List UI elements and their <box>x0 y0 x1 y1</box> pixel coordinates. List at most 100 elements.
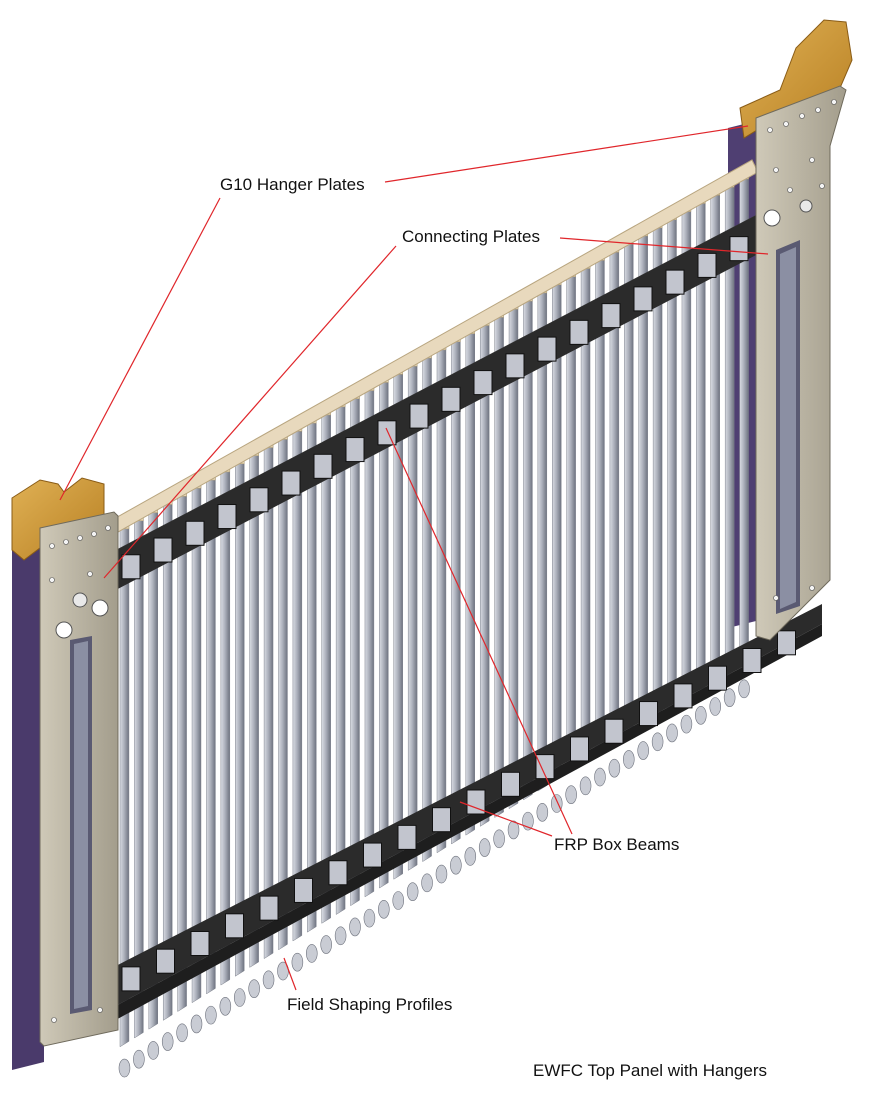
profile-bar-ends <box>118 679 750 1078</box>
bolt-hole <box>767 127 773 133</box>
left-g10-hanger-plate <box>39 511 119 1047</box>
bolt-hole <box>49 577 55 583</box>
connecting-plate-window <box>249 487 269 513</box>
bolt-hole <box>809 585 815 591</box>
bolt-hole <box>773 167 779 173</box>
profile-bar-end <box>334 926 347 946</box>
profile-bar-end <box>406 882 419 901</box>
profile-bar <box>335 401 346 915</box>
connecting-plate-window <box>501 771 520 797</box>
profile-bar <box>235 458 245 977</box>
profile-bar-end <box>507 820 520 840</box>
profile-bar-end <box>478 838 491 857</box>
connecting-plate-window <box>601 303 621 329</box>
upper-beam-top-face <box>112 210 766 552</box>
connecting-plate-window <box>345 437 365 463</box>
connecting-plate-window <box>441 386 461 412</box>
connecting-plate-window <box>466 789 486 815</box>
profile-bar-end <box>536 803 549 822</box>
profile-bar-end <box>695 706 707 725</box>
label-frp-box-beams: FRP Box Beams <box>554 835 680 854</box>
profile-bar <box>364 385 375 898</box>
connecting-plate-window <box>397 824 417 850</box>
profile-bar-end <box>378 900 390 919</box>
bolt-hole <box>105 525 111 531</box>
profile-bar-end <box>248 979 260 998</box>
profile-bar <box>220 466 231 986</box>
leader-frp-lower <box>459 801 553 837</box>
connecting-plate-window <box>505 353 525 379</box>
profile-bar-end <box>320 935 332 954</box>
connecting-plate-window <box>777 630 796 656</box>
profile-bar-end <box>118 1058 131 1078</box>
profile-bar <box>393 368 403 880</box>
profile-bar <box>292 425 303 942</box>
connecting-plate-window <box>633 286 653 312</box>
profile-bar-end <box>190 1014 203 1034</box>
connecting-plate-window <box>225 913 244 939</box>
connecting-plate-window <box>217 504 237 530</box>
profile-bar-end <box>565 785 577 804</box>
profile-bar-end <box>464 847 477 866</box>
profile-bar-end <box>666 723 678 743</box>
profile-bar-end <box>723 688 736 707</box>
connecting-plate-window <box>328 860 348 886</box>
leader-lines <box>59 125 769 991</box>
leader-conn-right <box>559 237 769 255</box>
connecting-plate-window <box>473 370 493 396</box>
connecting-plate-window <box>570 736 589 762</box>
connecting-plate-window <box>742 648 762 674</box>
bolt-hole <box>783 121 789 127</box>
connecting-plate-window <box>569 319 589 345</box>
connecting-plate-window <box>281 470 301 496</box>
connecting-plate-window <box>377 420 397 446</box>
profile-bar <box>422 352 432 863</box>
profile-bar <box>263 442 274 960</box>
bolt-hole <box>49 543 55 549</box>
connecting-plate-window <box>153 537 173 563</box>
profile-bar-end <box>363 908 376 928</box>
connecting-plate-window <box>729 236 749 262</box>
profile-bar-end <box>306 944 318 963</box>
connecting-plate-window <box>121 966 141 992</box>
profile-bar-end <box>637 741 649 760</box>
profile-bar-end <box>219 997 232 1016</box>
profile-bar-end <box>421 873 433 893</box>
bolt-hole <box>87 571 93 577</box>
bolt-hole <box>831 99 837 105</box>
profile-bar-end <box>176 1023 188 1043</box>
connecting-plate-window <box>294 877 313 903</box>
connecting-plate-window <box>185 520 205 546</box>
label-g10-hanger-plates: G10 Hanger Plates <box>220 175 365 194</box>
label-connecting-plates: Connecting Plates <box>402 227 540 246</box>
profile-bar-end <box>133 1049 145 1069</box>
leader-frp-upper <box>385 427 573 835</box>
bolt-hole <box>97 1007 103 1013</box>
connecting-plate-window <box>432 807 451 833</box>
bolt-hole <box>815 107 821 113</box>
bolt-hole <box>63 539 69 545</box>
connecting-plate-window <box>604 718 624 744</box>
connecting-plate-window <box>313 453 333 479</box>
connecting-plate-window <box>409 403 429 429</box>
profile-bar-end <box>493 829 505 849</box>
profile-bar <box>278 433 288 951</box>
profile-bar-end <box>392 891 405 910</box>
profile-bar-end <box>233 988 246 1007</box>
connecting-plate-window <box>697 252 717 278</box>
bolt-hole <box>91 531 97 537</box>
leader-g10-left <box>59 197 221 501</box>
profile-bar-end <box>594 767 606 787</box>
label-field-shaping-profiles: Field Shaping Profiles <box>287 995 453 1014</box>
profile-bar-end <box>205 1005 217 1025</box>
profile-bar-end <box>349 917 361 937</box>
profile-bar-end <box>623 750 635 769</box>
right-g10-hanger-plate <box>755 85 847 641</box>
profile-bar-end <box>738 679 750 699</box>
profile-bar <box>249 450 259 968</box>
leader-field <box>283 957 297 991</box>
profile-bar-end <box>579 776 592 796</box>
connecting-plate-window <box>537 336 557 362</box>
profile-bar <box>307 417 317 933</box>
profile-bar <box>321 409 331 924</box>
